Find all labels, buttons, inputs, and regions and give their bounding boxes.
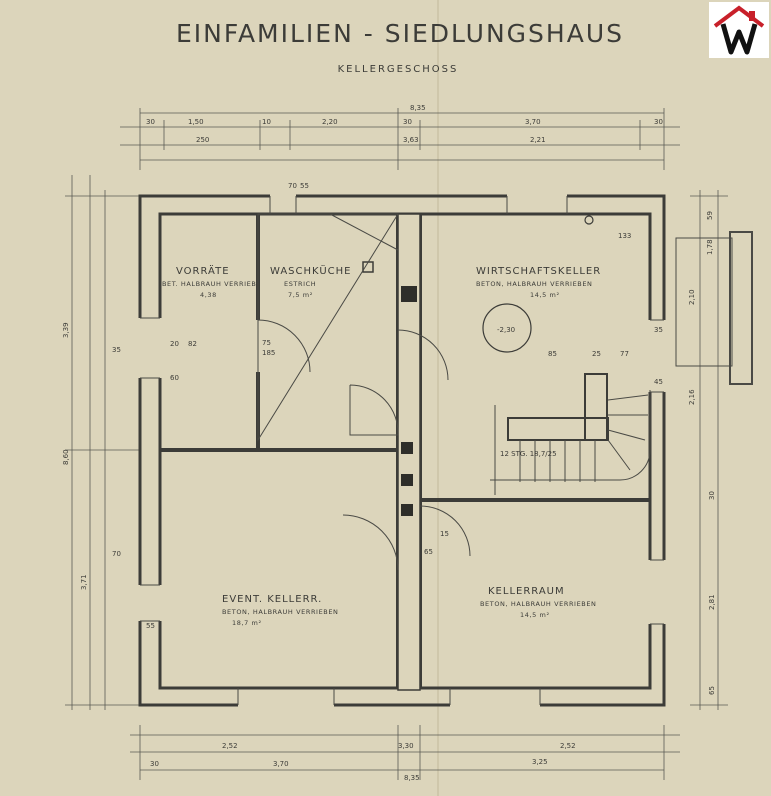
dim-right-4: 2,16 (688, 389, 696, 405)
chimney-flues (362, 261, 417, 516)
dim-bottom-1: 2,52 (222, 742, 238, 750)
stair-note: 12 STG. 18,7/25 (500, 450, 557, 458)
dim-bottom-4: 30 (150, 760, 159, 768)
drawing-title: EINFAMILIEN - SIEDLUNGSHAUS (176, 19, 624, 48)
company-logo (709, 2, 769, 58)
dim-top-9: 3,63 (403, 136, 419, 144)
dim-inner-3: 85 (548, 350, 557, 358)
room-wirtschaftskeller: WIRTSCHAFTSKELLER BETON, HALBRAUH VERRIE… (476, 266, 601, 299)
room-desc-vorrate: BET. HALBRAUH VERRIEB (162, 280, 256, 288)
room-name-kellerraum: KELLERRAUM (488, 586, 565, 597)
dim-inner-9: 15 (440, 530, 449, 538)
room-desc-wirtschaftskeller: BETON, HALBRAUH VERRIEBEN (476, 280, 593, 288)
room-event-keller: EVENT. KELLERR. BETON, HALBRAUH VERRIEBE… (222, 594, 339, 627)
room-name-waschkueche: WASCHKÜCHE (270, 264, 351, 277)
dim-bottom-6: 3,25 (532, 758, 548, 766)
room-area-kellerraum: 14,5 m² (520, 611, 550, 619)
dim-top-10: 2,21 (530, 136, 546, 144)
floor-level-marker: -2,30 (482, 215, 594, 353)
dim-inner-8: 45 (654, 378, 663, 386)
dim-left-6: 35 (112, 346, 121, 354)
room-area-wirtschaftskeller: 14,5 m² (530, 291, 560, 299)
room-waschkueche: WASCHKÜCHE ESTRICH 7,5 m² (270, 264, 351, 299)
floor-level-text: -2,30 (497, 326, 515, 334)
dim-total-top: 8,35 (410, 104, 426, 112)
dim-left-4: 55 (146, 622, 155, 630)
dim-right-3: 2,10 (688, 289, 696, 305)
dim-right-5: 30 (708, 491, 716, 500)
staircase: 12 STG. 18,7/25 (490, 373, 651, 495)
room-vorrate: VORRÄTE BET. HALBRAUH VERRIEB 4,38 (162, 264, 256, 299)
dim-top-3: 10 (262, 118, 271, 126)
dim-inner-13: 20 (170, 340, 179, 348)
dim-right-2: 1,78 (706, 239, 714, 255)
dim-bottom-3: 2,52 (560, 742, 576, 750)
dim-top-2: 1,50 (188, 118, 204, 126)
drawing-subtitle: KELLERGESCHOSS (338, 64, 459, 75)
room-name-event-keller: EVENT. KELLERR. (222, 594, 322, 605)
right-dimension-lines: 59 1,78 2,10 2,16 30 2,81 65 (675, 190, 753, 710)
dim-top-4: 2,20 (322, 118, 338, 126)
bottom-dimension-lines: 2,52 3,30 2,52 30 3,70 3,25 8,35 (130, 725, 680, 782)
house-logo-icon (713, 5, 765, 55)
room-name-wirtschaftskeller: WIRTSCHAFTSKELLER (476, 266, 601, 277)
room-kellerraum: KELLERRAUM BETON, HALBRAUH VERRIEBEN 14,… (480, 586, 597, 619)
dim-inner-12: 55 (300, 182, 309, 190)
dim-right-6: 2,81 (708, 594, 716, 610)
dim-right-1: 59 (706, 211, 714, 220)
dim-bottom-total: 8,35 (404, 774, 420, 782)
room-desc-event-keller: BETON, HALBRAUH VERRIEBEN (222, 608, 339, 616)
dim-bottom-2: 3,30 (398, 742, 414, 750)
dim-inner-11: 70 (288, 182, 297, 190)
room-name-vorrate: VORRÄTE (176, 264, 230, 277)
door-swings (257, 213, 471, 571)
dim-top-7: 30 (654, 118, 663, 126)
dim-left-5: 70 (112, 550, 121, 558)
top-dimension-lines: 8,35 30 1,50 10 2,20 30 3,70 30 250 3,63… (120, 104, 680, 170)
dim-inner-2: 185 (262, 349, 275, 357)
room-area-event-keller: 18,7 m² (232, 619, 262, 627)
dim-inner-14: 60 (170, 374, 179, 382)
room-desc-kellerraum: BETON, HALBRAUH VERRIEBEN (480, 600, 597, 608)
dim-inner-4: 25 (592, 350, 601, 358)
dim-top-8: 250 (196, 136, 209, 144)
dim-left-1: 3,39 (62, 322, 70, 338)
dim-left-3: 3,71 (80, 574, 88, 590)
room-desc-waschkueche: ESTRICH (284, 280, 316, 288)
dim-inner-10: 65 (424, 548, 433, 556)
dim-right-7: 65 (708, 686, 716, 695)
dim-inner-1: 75 (262, 339, 271, 347)
room-area-vorrate: 4,38 (200, 291, 217, 299)
room-area-waschkueche: 7,5 m² (288, 291, 313, 299)
dim-left-2: 8,60 (62, 449, 70, 465)
dim-top-1: 30 (146, 118, 155, 126)
dim-bottom-5: 3,70 (273, 760, 289, 768)
dim-top-6: 3,70 (525, 118, 541, 126)
dim-inner-7: 35 (654, 326, 663, 334)
left-dimension-lines: 3,39 8,60 3,71 55 70 35 (62, 175, 155, 710)
dim-inner-6: 133 (618, 232, 631, 240)
dim-inner-15: 82 (188, 340, 197, 348)
dim-inner-5: 77 (620, 350, 629, 358)
inner-dimension-labels: 75 185 85 25 77 133 35 45 15 65 70 55 20… (170, 182, 663, 556)
dim-top-5: 30 (403, 118, 412, 126)
